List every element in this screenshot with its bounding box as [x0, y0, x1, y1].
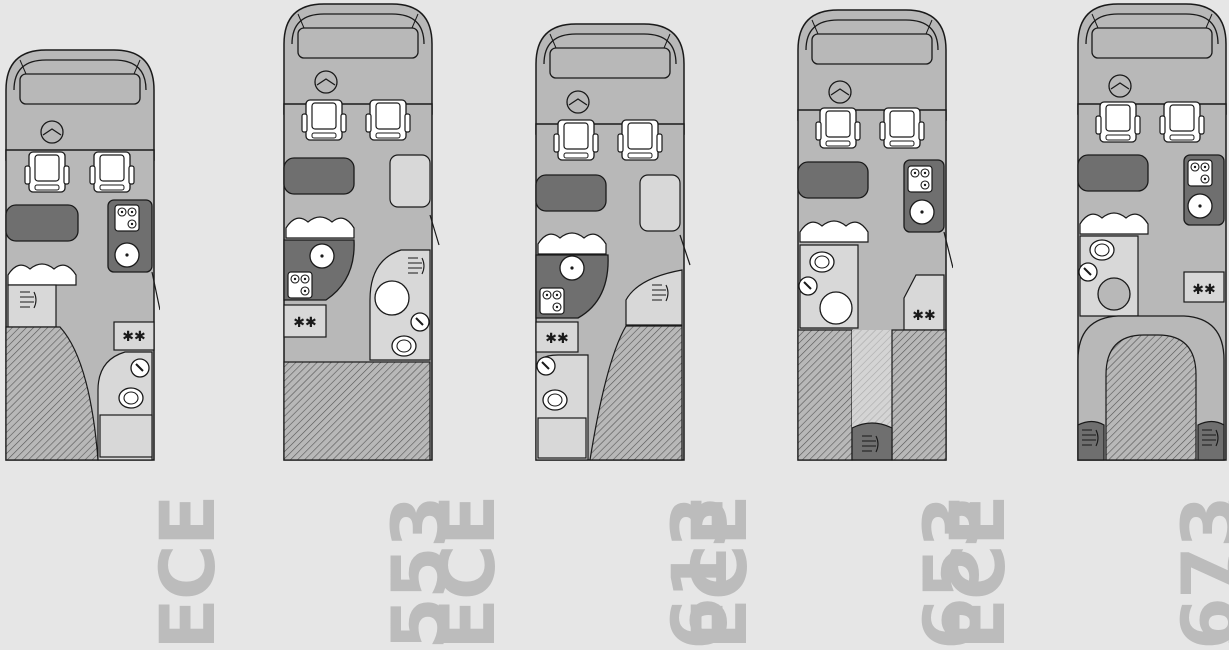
layout-card[interactable]: ECE 553: [0, 0, 464, 650]
series-label: ECE: [933, 496, 1022, 650]
floorplan-diagram: [788, 0, 953, 470]
series-label: ECE: [143, 496, 232, 650]
floorplan-diagram: [528, 0, 693, 470]
series-label: ECE: [1213, 496, 1229, 650]
layout-card[interactable]: ECE 693: [1066, 0, 1229, 650]
floorplan-diagram: [276, 0, 441, 470]
layout-card[interactable]: ECE 653: [528, 0, 996, 650]
layout-card[interactable]: ECE 613: [276, 0, 744, 650]
layout-card[interactable]: ECE 673: [788, 0, 1229, 650]
series-label: ECE: [423, 496, 512, 650]
floorplan-diagram: [0, 0, 160, 470]
series-label: ECE: [675, 496, 764, 650]
model-label: ECE 693: [1068, 496, 1229, 650]
floorplan-diagram: [1066, 0, 1229, 470]
